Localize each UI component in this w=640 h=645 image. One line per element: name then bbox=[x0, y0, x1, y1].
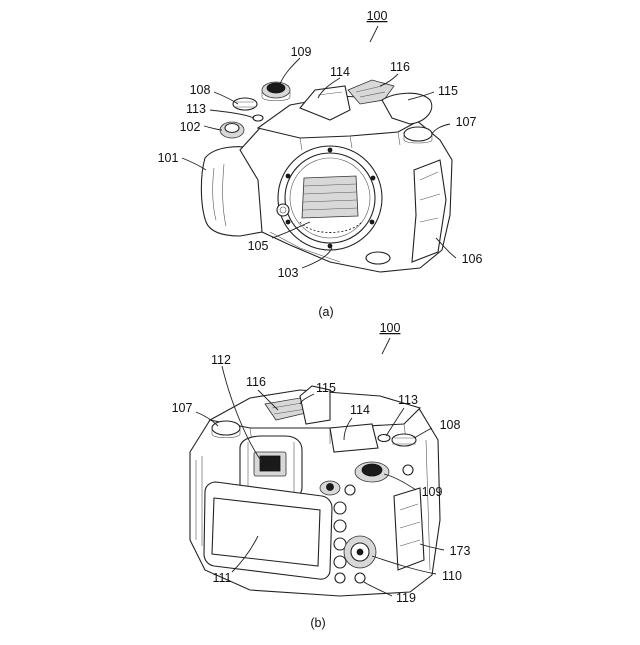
figure-b-reference: 100 bbox=[380, 321, 401, 335]
figure-a-reference: 100 bbox=[367, 9, 388, 23]
label-a-114: 114 bbox=[330, 65, 350, 79]
figure-a-reference-leader bbox=[370, 26, 378, 42]
label-a-107: 107 bbox=[456, 115, 477, 129]
label-b-108: 108 bbox=[440, 418, 461, 432]
label-b-114: 114 bbox=[350, 403, 370, 417]
label-a-106: 106 bbox=[462, 252, 483, 266]
label-a-115: 115 bbox=[438, 84, 458, 98]
figure-b-caption: (b) bbox=[310, 616, 325, 630]
label-b-111: 111 bbox=[212, 571, 231, 585]
label-b-116: 116 bbox=[246, 375, 266, 389]
label-b-107: 107 bbox=[172, 401, 193, 415]
camera-rear-drawing bbox=[190, 386, 440, 596]
label-a-109: 109 bbox=[291, 45, 312, 59]
label-b-109: 109 bbox=[422, 485, 443, 499]
label-a-105: 105 bbox=[248, 239, 269, 253]
label-a-102: 102 bbox=[180, 120, 201, 134]
label-b-115: 115 bbox=[316, 381, 336, 395]
label-b-110: 110 bbox=[442, 569, 462, 583]
figure-a-caption: (a) bbox=[318, 305, 333, 319]
label-b-112: 112 bbox=[211, 353, 231, 367]
label-a-116: 116 bbox=[390, 60, 410, 74]
label-a-103: 103 bbox=[278, 266, 299, 280]
camera-front-drawing bbox=[201, 80, 452, 272]
label-a-101: 101 bbox=[158, 151, 179, 165]
label-b-113: 113 bbox=[398, 393, 418, 407]
label-a-108: 108 bbox=[190, 83, 211, 97]
figure-b-reference-leader bbox=[382, 338, 390, 354]
label-b-173: 173 bbox=[450, 544, 471, 558]
label-b-119: 119 bbox=[396, 591, 416, 605]
label-a-113: 113 bbox=[186, 102, 206, 116]
